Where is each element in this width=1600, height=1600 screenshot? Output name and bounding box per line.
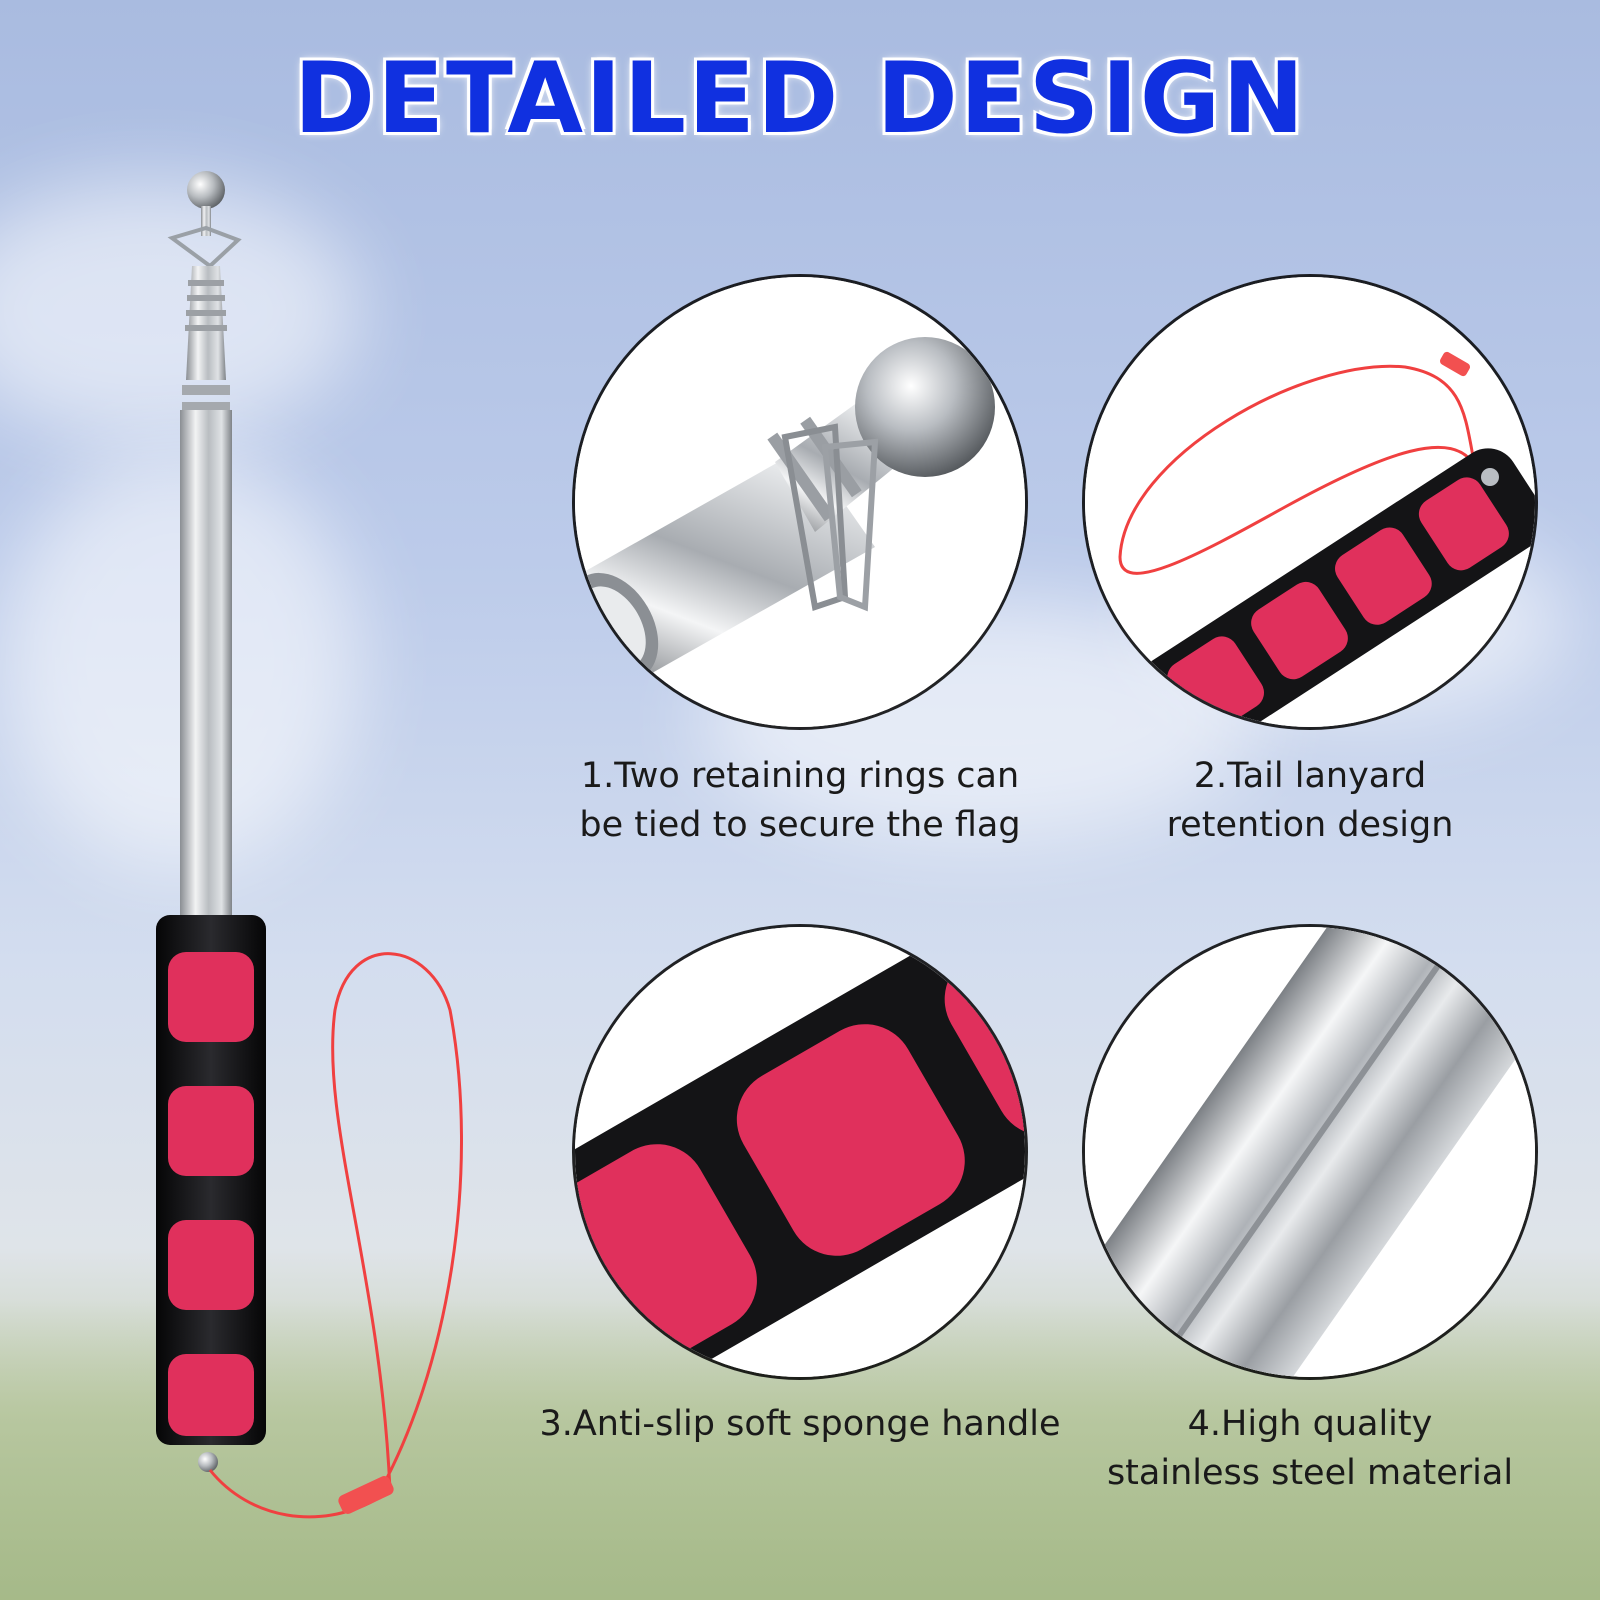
- feature-caption-3: 3.Anti-slip soft sponge handle: [539, 1404, 1061, 1444]
- sponge-handle-icon: [575, 927, 1025, 1377]
- ball-top-rings-icon: [575, 277, 1025, 727]
- detail-circle-sponge: [575, 927, 1025, 1377]
- detail-circle-lanyard: [1085, 277, 1535, 727]
- cloud: [0, 180, 360, 440]
- feature-caption-1: 1.Two retaining rings can be tied to sec…: [579, 756, 1021, 845]
- feature-caption-2: 2.Tail lanyard retention design: [1166, 756, 1454, 845]
- lanyard-handle-icon: [1085, 277, 1535, 727]
- feature-caption-4: 4.High quality stainless steel material: [1106, 1404, 1514, 1493]
- page-title: DETAILED DESIGN: [293, 42, 1307, 156]
- flag-pole-illustration: [156, 171, 463, 1519]
- detail-circle-steel: [1085, 927, 1535, 1377]
- detail-circle-ball-top: [575, 277, 1025, 727]
- steel-tube-icon: [1085, 927, 1535, 1377]
